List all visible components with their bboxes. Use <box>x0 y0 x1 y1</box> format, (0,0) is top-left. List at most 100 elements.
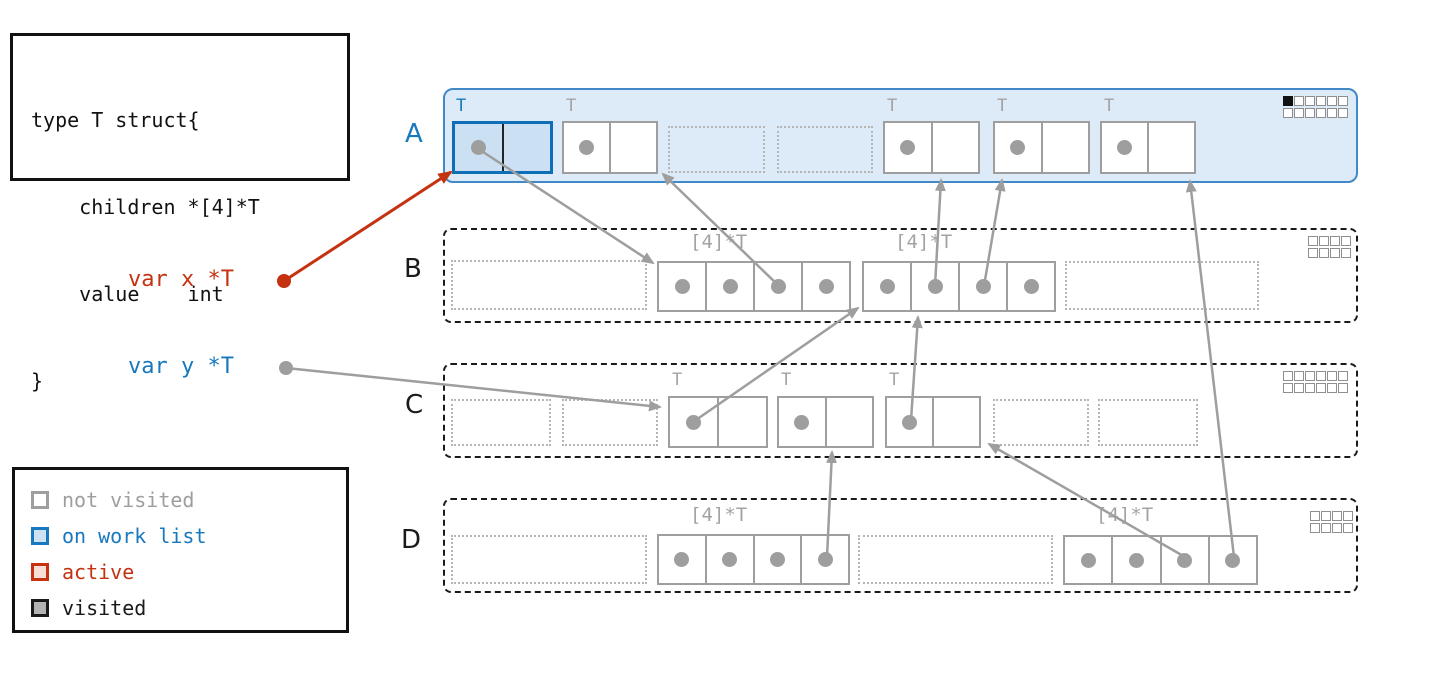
bitmap-cell <box>1310 522 1320 533</box>
object-type-label: [4]*T <box>895 231 953 253</box>
free-slot <box>1065 261 1259 310</box>
bitmap-cell <box>1343 522 1353 533</box>
bitmap-cell <box>1338 371 1348 381</box>
object-cell <box>1113 537 1162 583</box>
pointer-dot <box>674 279 690 294</box>
not-visited-swatch-icon <box>31 491 49 509</box>
bitmap-cell <box>1294 96 1304 106</box>
object-cell <box>659 536 707 583</box>
heap-object-t <box>777 396 874 448</box>
bitmap-cell <box>1283 371 1293 381</box>
object-cell <box>885 123 933 172</box>
object-cell <box>1065 537 1114 583</box>
free-slot <box>451 260 647 310</box>
mark-bitmap <box>1310 511 1354 533</box>
pointer-dot <box>818 279 834 294</box>
bitmap-cell <box>1330 236 1340 246</box>
bitmap-cell <box>1283 107 1293 118</box>
pointer-dot <box>770 279 786 294</box>
bitmap-cell <box>1283 96 1293 106</box>
pointer-dot <box>794 414 810 430</box>
span-label-d: D <box>401 525 422 555</box>
object-type-label: T <box>889 370 900 390</box>
object-cell <box>934 398 979 446</box>
pointer-dot <box>1080 552 1096 568</box>
pointer-dot <box>879 279 895 294</box>
bitmap-cell <box>1294 382 1304 393</box>
free-slot <box>668 126 765 173</box>
object-cell <box>719 398 766 446</box>
object-type-label: T <box>997 96 1008 116</box>
bitmap-cell <box>1305 382 1315 393</box>
pointer-dot <box>975 279 991 294</box>
heap-array-object <box>862 261 1056 312</box>
pointer-dot <box>722 279 738 294</box>
bitmap-cell <box>1319 247 1329 258</box>
code-line: children *[4]*T <box>31 195 260 219</box>
pointer-dot <box>674 552 690 567</box>
pointer-dot <box>722 552 738 567</box>
bitmap-cell <box>1321 522 1331 533</box>
pointer-dot <box>1177 552 1193 568</box>
object-cell <box>803 263 849 310</box>
pointer-dot <box>1128 552 1144 568</box>
pointer-dot <box>769 552 785 567</box>
object-cell <box>1210 537 1256 583</box>
bitmap-cell <box>1319 236 1329 246</box>
object-cell <box>887 398 934 446</box>
object-cell <box>670 398 719 446</box>
object-type-label: T <box>456 96 467 116</box>
legend: not visited on work list active visited <box>12 467 349 633</box>
object-cell <box>1162 537 1210 583</box>
heap-object-t <box>883 121 980 174</box>
bitmap-cell <box>1327 107 1337 118</box>
bitmap-cell <box>1283 382 1293 393</box>
var-y-pointer-label: var y *T <box>128 354 234 379</box>
active-swatch-icon <box>31 563 49 581</box>
bitmap-cell <box>1316 96 1326 106</box>
heap-array-object <box>657 261 851 312</box>
heap-array-object <box>657 534 850 585</box>
on-work-list-swatch-icon <box>31 527 49 545</box>
bitmap-cell <box>1338 107 1348 118</box>
bitmap-cell <box>1305 96 1315 106</box>
bitmap-cell <box>1294 371 1304 381</box>
legend-item-not-visited: not visited <box>31 482 346 518</box>
pointer-dot <box>1010 140 1026 155</box>
mark-bitmap <box>1308 236 1352 258</box>
object-cell <box>564 123 611 172</box>
heap-object-t <box>452 121 553 174</box>
memory-span-d <box>443 498 1358 593</box>
span-label-b: B <box>404 254 422 284</box>
pointer-dot <box>1117 140 1132 155</box>
object-cell <box>455 124 504 171</box>
object-cell <box>933 123 979 172</box>
object-type-label: T <box>566 96 577 116</box>
bitmap-cell <box>1327 382 1337 393</box>
bitmap-cell <box>1305 107 1315 118</box>
bitmap-cell <box>1338 96 1348 106</box>
free-slot <box>858 535 1053 584</box>
object-type-label: [4]*T <box>1096 504 1154 526</box>
object-cell <box>755 536 803 583</box>
legend-label: active <box>62 560 135 584</box>
memory-span-c <box>443 363 1358 458</box>
object-cell <box>504 124 551 171</box>
visited-swatch-icon <box>31 599 49 617</box>
bitmap-cell <box>1341 236 1351 246</box>
heap-object-t <box>885 396 981 448</box>
object-cell <box>779 398 827 446</box>
free-slot <box>1098 399 1198 446</box>
free-slot <box>451 399 551 446</box>
object-type-label: T <box>781 370 792 390</box>
bitmap-cell <box>1330 247 1340 258</box>
object-cell <box>611 123 656 172</box>
object-cell <box>1149 123 1194 172</box>
legend-item-visited: visited <box>31 590 346 626</box>
object-cell <box>912 263 960 310</box>
bitmap-cell <box>1332 511 1342 521</box>
pointer-dot <box>927 279 943 294</box>
bitmap-cell <box>1316 371 1326 381</box>
free-slot <box>562 399 658 446</box>
legend-label: not visited <box>62 488 195 512</box>
